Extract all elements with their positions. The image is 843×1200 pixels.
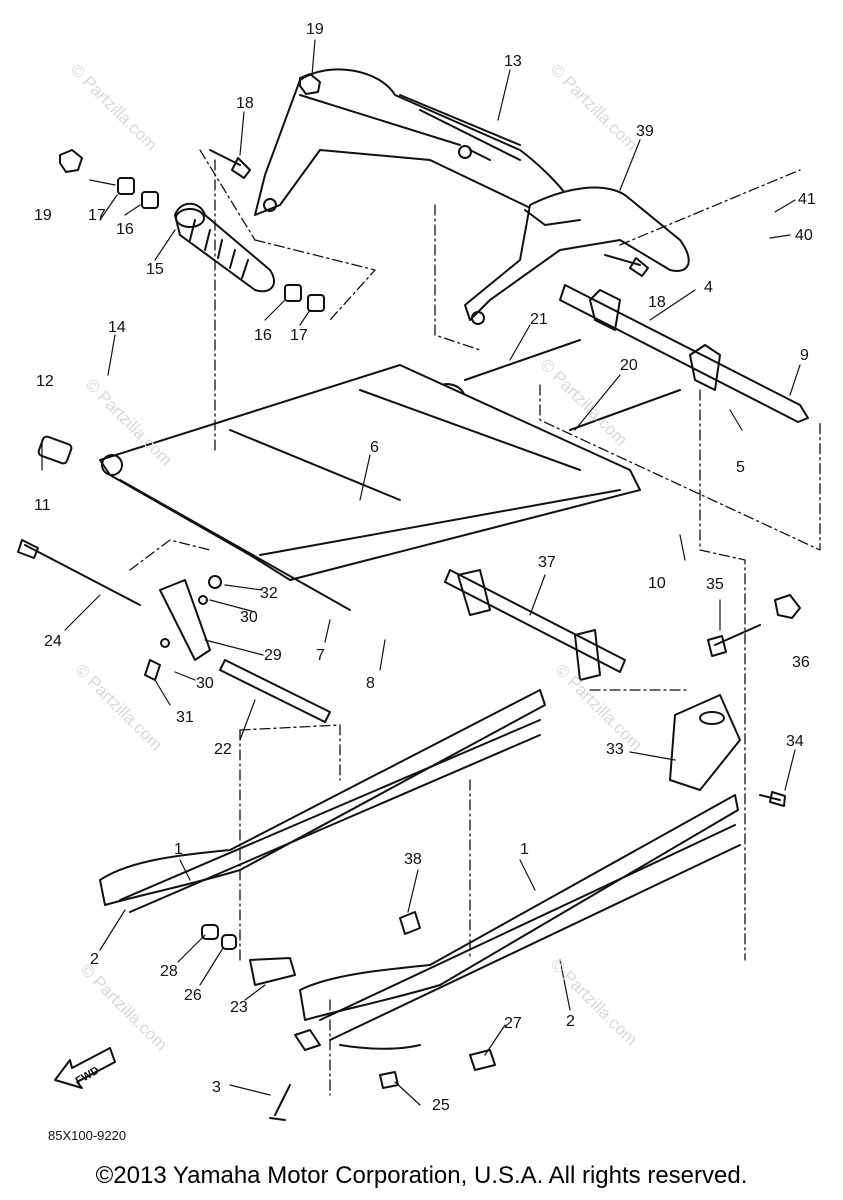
callout-label: 2 xyxy=(90,951,99,968)
bracket-33-part xyxy=(669,694,786,807)
callout-label: 38 xyxy=(404,851,422,868)
lower-small-parts xyxy=(201,911,496,1121)
callout-label: 37 xyxy=(538,554,556,571)
callout-label: 33 xyxy=(606,741,624,758)
callout-label: 18 xyxy=(236,95,254,112)
bushings-left xyxy=(59,73,325,312)
callout-label: 10 xyxy=(648,575,666,592)
callout-label: 29 xyxy=(264,647,282,664)
callout-label: 9 xyxy=(800,347,809,364)
shock-absorber-part xyxy=(174,202,275,293)
shaft-37-part xyxy=(444,569,626,681)
callout-label: 28 xyxy=(160,963,178,980)
callout-label: 1 xyxy=(520,841,529,858)
drawing-number: 85X100-9220 xyxy=(48,1128,127,1143)
callout-label: 32 xyxy=(260,585,278,602)
callout-label: 11 xyxy=(34,497,51,514)
bolt-35-nut-36 xyxy=(707,594,801,657)
callout-label: 24 xyxy=(44,633,62,650)
callout-label: 20 xyxy=(620,357,638,374)
callout-label: 13 xyxy=(504,53,522,70)
callout-label: 18 xyxy=(648,294,666,311)
forward-arrow-icon xyxy=(54,1047,116,1089)
callout-label: 4 xyxy=(704,279,713,296)
shaft-4-part xyxy=(559,284,809,423)
callout-label: 36 xyxy=(792,654,810,671)
callout-label: 8 xyxy=(366,675,375,692)
callout-label: 6 xyxy=(370,439,379,456)
callout-label: 12 xyxy=(36,373,54,390)
rear-arm-part xyxy=(254,68,571,216)
bracket-29-part xyxy=(144,575,222,681)
slide-rail-upper xyxy=(99,689,546,913)
callout-label: 16 xyxy=(254,327,272,344)
callout-label: 2 xyxy=(566,1013,575,1030)
callout-label: 23 xyxy=(230,999,248,1016)
leader-lines xyxy=(41,39,801,1106)
front-arm-part xyxy=(464,186,690,325)
callout-label: 14 xyxy=(108,319,126,336)
callout-label: 34 xyxy=(786,733,804,750)
callout-label: 15 xyxy=(146,261,164,278)
callout-label: 7 xyxy=(316,647,325,664)
bolt-18-part xyxy=(209,149,649,277)
rod-24-part xyxy=(17,539,141,606)
callout-label: 31 xyxy=(176,709,194,726)
callout-label: 17 xyxy=(88,207,106,224)
callout-label: 30 xyxy=(240,609,258,626)
dashed-leader-lines xyxy=(129,149,821,1096)
callout-label: 40 xyxy=(795,227,813,244)
parts-exploded-diagram xyxy=(17,39,821,1121)
callout-label: 26 xyxy=(184,987,202,1004)
callout-label: 41 xyxy=(798,191,816,208)
callout-label: 22 xyxy=(214,741,232,758)
slide-frame-part xyxy=(99,364,641,611)
callout-label: 17 xyxy=(290,327,308,344)
callout-label: 27 xyxy=(504,1015,522,1032)
callout-label: 19 xyxy=(306,21,324,38)
callout-label: 39 xyxy=(636,123,654,140)
callout-label: 1 xyxy=(174,841,183,858)
callout-label: 30 xyxy=(196,675,214,692)
callout-label: 35 xyxy=(706,576,724,593)
callout-label: 3 xyxy=(212,1079,221,1096)
callout-label: 5 xyxy=(736,459,745,476)
tube-22-part xyxy=(219,659,331,723)
callout-label: 19 xyxy=(34,207,52,224)
copyright-notice: ©2013 Yamaha Motor Corporation, U.S.A. A… xyxy=(95,1162,748,1189)
callout-label: 21 xyxy=(530,311,548,328)
callout-label: 16 xyxy=(116,221,134,238)
collar-11-part xyxy=(37,435,73,465)
slide-rail-lower xyxy=(299,794,741,1050)
callout-label: 25 xyxy=(432,1097,450,1114)
